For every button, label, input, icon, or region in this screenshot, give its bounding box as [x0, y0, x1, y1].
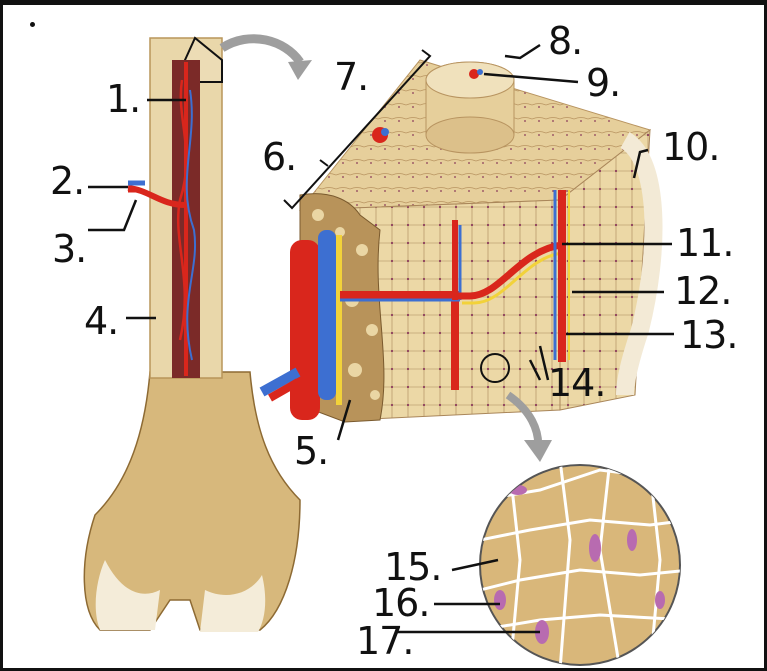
label-13: 13.	[680, 316, 737, 354]
vein	[318, 230, 336, 400]
label-9: 9.	[586, 64, 620, 102]
label-4: 4.	[84, 302, 118, 340]
label-7: 7.	[334, 58, 368, 96]
label-14: 14.	[548, 364, 605, 402]
magnified-lacunae	[480, 460, 690, 670]
label-17: 17.	[356, 622, 413, 660]
label-12: 12.	[674, 272, 731, 310]
label-16: 16.	[372, 584, 429, 622]
artery	[290, 240, 320, 420]
label-8: 8.	[548, 22, 582, 60]
label-11: 11.	[676, 224, 733, 262]
label-6: 6.	[262, 138, 296, 176]
label-3: 3.	[52, 230, 86, 268]
arrow-to-block	[222, 39, 300, 62]
label-10: 10.	[662, 128, 719, 166]
label-5: 5.	[294, 432, 328, 470]
label-1: 1.	[106, 80, 140, 118]
label-2: 2.	[50, 162, 84, 200]
